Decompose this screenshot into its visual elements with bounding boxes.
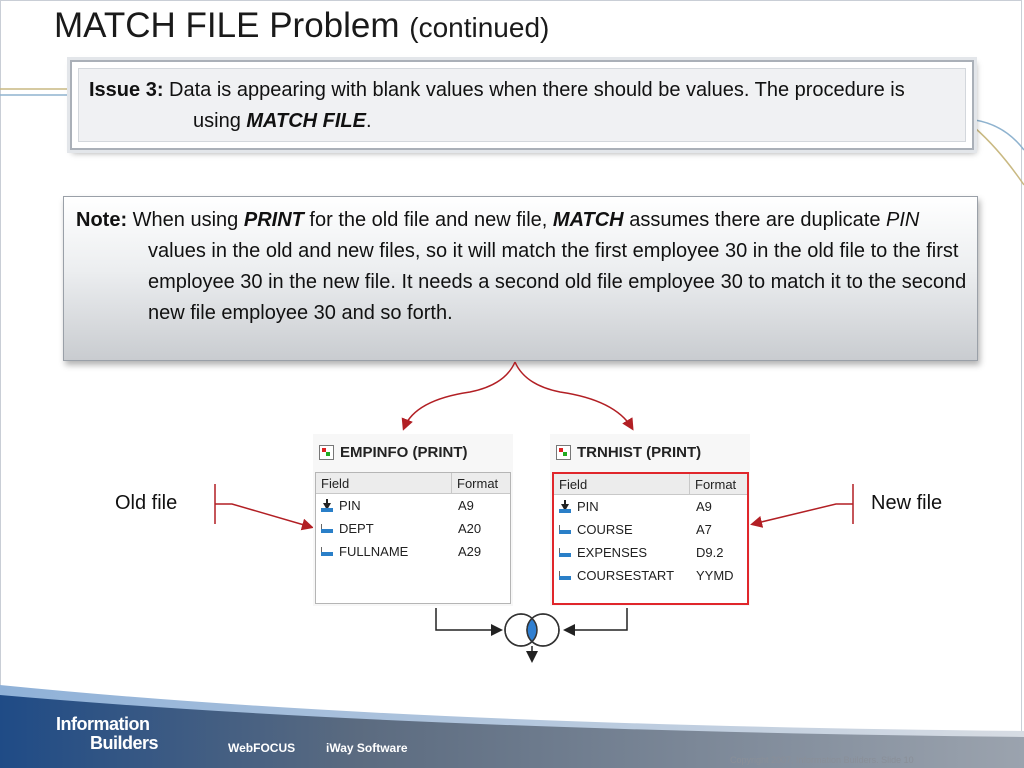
issue-label: Issue 3:	[89, 79, 164, 101]
note-text-1: When using	[132, 209, 239, 231]
issue-box: Issue 3: Data is appearing with blank va…	[70, 60, 974, 150]
copyright-text: Copyright 2007, Information Builders. Sl…	[730, 755, 914, 765]
old-file-pointer	[214, 484, 311, 527]
column-header-field[interactable]: Field	[554, 474, 690, 494]
table-row[interactable]: COURSE A7	[554, 518, 747, 541]
issue-line2-suffix: .	[365, 110, 372, 132]
information-builders-logo: Information Builders	[56, 714, 159, 753]
field-icon	[320, 546, 334, 557]
table-icon	[556, 445, 571, 460]
note-emph-pin: PIN	[886, 209, 920, 231]
page-title: MATCH FILE Problem (continued)	[54, 6, 549, 46]
trnhist-grid-header: Field Format	[554, 474, 747, 495]
field-icon	[558, 547, 572, 558]
note-text-4: values in the old and new files, so it w…	[148, 240, 967, 324]
new-file-label: New file	[871, 492, 943, 514]
merge-connector-left	[435, 608, 503, 636]
new-file-pointer	[753, 484, 854, 524]
note-text: Note: When using PRINT for the old file …	[76, 205, 967, 329]
note-box: Note: When using PRINT for the old file …	[63, 196, 978, 361]
old-file-label: Old file	[115, 492, 178, 514]
key-field-icon	[558, 499, 572, 514]
trnhist-grid: Field Format PIN A9 COURSE A7 EXPENSES D…	[552, 472, 749, 605]
note-emph-print: PRINT	[243, 209, 304, 231]
table-icon	[319, 445, 334, 460]
footer-band	[0, 685, 1024, 768]
split-arrow-right	[514, 361, 634, 431]
table-row[interactable]: DEPT A20	[316, 517, 510, 540]
note-text-3: assumes there are duplicate	[629, 209, 881, 231]
note-emph-match: MATCH	[552, 209, 624, 231]
footer-link-webfocus[interactable]: WebFOCUS	[228, 741, 296, 755]
title-main: MATCH FILE Problem	[54, 6, 400, 45]
column-header-format[interactable]: Format	[457, 476, 499, 491]
table-row[interactable]: FULLNAME A29	[316, 540, 510, 563]
issue-text: Issue 3: Data is appearing with blank va…	[78, 68, 966, 142]
issue-line1: Data is appearing with blank values when…	[169, 79, 750, 101]
table-row[interactable]: PIN A9	[316, 494, 510, 517]
field-icon	[558, 524, 572, 535]
footer-link-iway[interactable]: iWay Software	[326, 741, 408, 755]
issue-line2-emph: MATCH FILE	[246, 110, 366, 132]
title-sub: (continued)	[409, 12, 550, 43]
key-field-icon	[320, 498, 334, 513]
field-icon	[320, 523, 334, 534]
note-text-2: for the old file and new file,	[309, 209, 548, 231]
table-row[interactable]: EXPENSES D9.2	[554, 541, 747, 564]
table-row[interactable]: COURSESTART YYMD	[554, 564, 747, 587]
trnhist-panel: TRNHIST (PRINT) Field Format PIN A9 COUR…	[550, 434, 750, 606]
empinfo-panel: EMPINFO (PRINT) Field Format PIN A9 DEPT…	[313, 434, 513, 606]
match-venn-icon	[504, 613, 560, 647]
column-header-field[interactable]: Field	[316, 473, 452, 493]
empinfo-grid-header: Field Format	[316, 473, 510, 494]
note-label: Note:	[76, 209, 128, 231]
split-arrow-left	[401, 361, 516, 431]
empinfo-title: EMPINFO (PRINT)	[319, 444, 468, 461]
issue-line2-prefix: The procedure is using	[193, 79, 905, 132]
merge-connector-right	[563, 608, 628, 636]
column-header-format[interactable]: Format	[695, 477, 737, 492]
field-icon	[558, 570, 572, 581]
trnhist-title: TRNHIST (PRINT)	[556, 444, 701, 461]
table-row[interactable]: PIN A9	[554, 495, 747, 518]
empinfo-grid: Field Format PIN A9 DEPT A20 FULLNAME A2…	[315, 472, 511, 604]
